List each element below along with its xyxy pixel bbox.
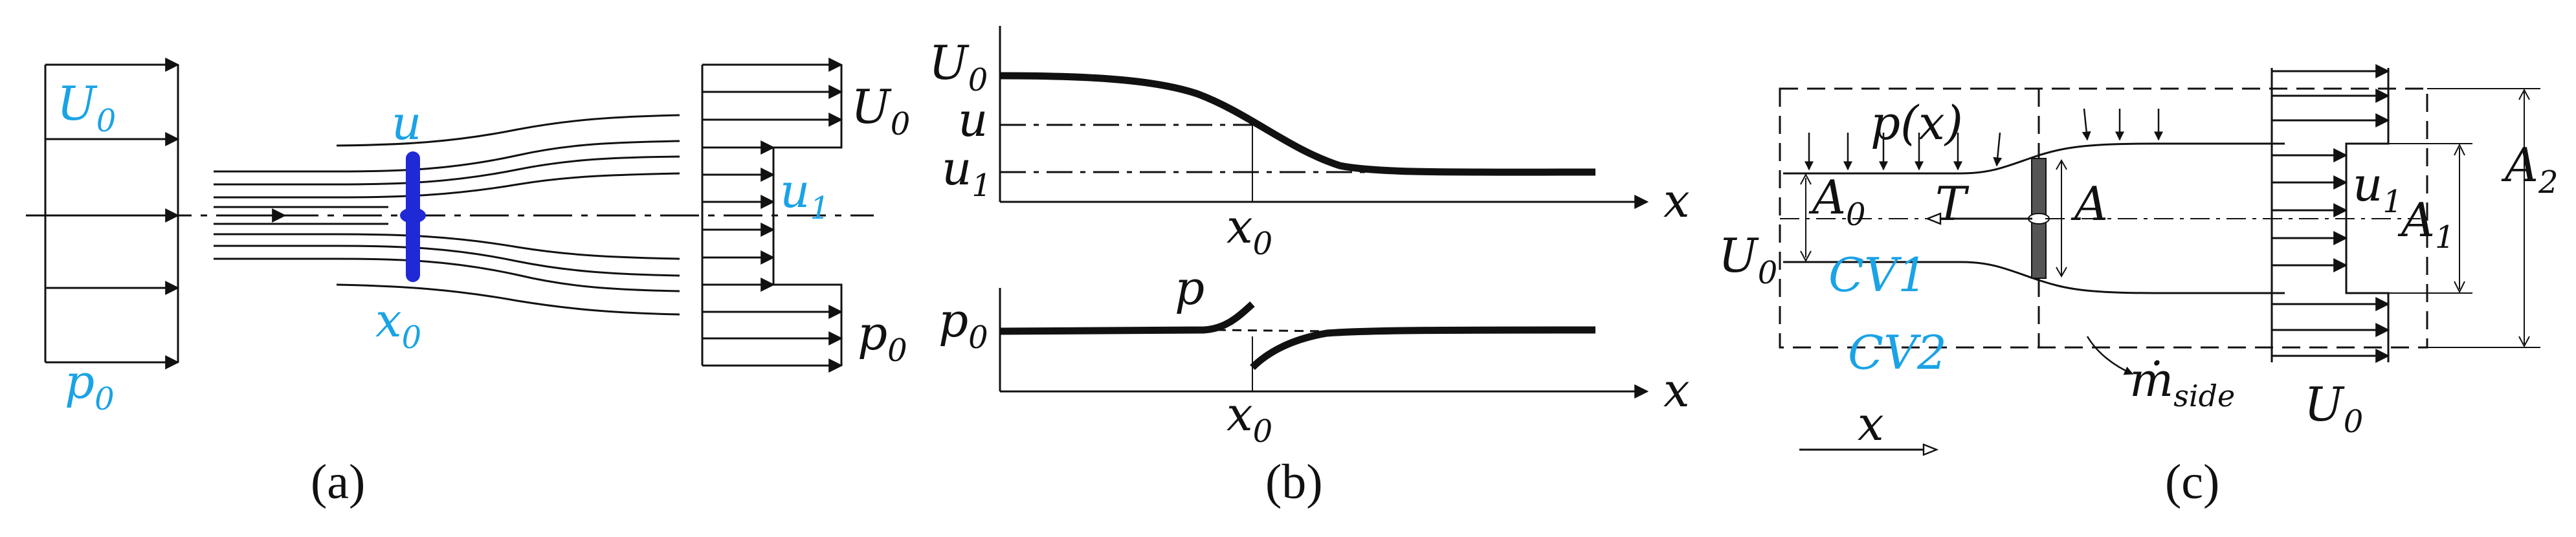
streamtube-streamlines	[214, 114, 680, 316]
label-U0-left: U0	[1718, 228, 1777, 291]
label-u-axis: u	[958, 93, 988, 147]
panel-a: U0 p0 u x0	[26, 58, 910, 509]
pressure-arrows	[1804, 108, 2163, 171]
label-p0-axis: p0	[938, 293, 988, 356]
label-x-top: x	[1663, 173, 1690, 228]
label-A: A	[2071, 177, 2108, 231]
label-x0-top: x0	[1227, 199, 1272, 262]
label-A0: A0	[1808, 170, 1866, 233]
streamtube-upper	[1783, 142, 2285, 175]
label-U0-bottom: U0	[2304, 377, 2363, 440]
label-x-c: x	[1858, 397, 1884, 451]
label-U0-downstream: U0	[851, 80, 910, 142]
upstream-velocity-profile	[44, 58, 180, 369]
control-volume-cv2	[1779, 87, 2428, 349]
label-p-curve: p	[1175, 261, 1205, 315]
panel-c: p(x) A0 T A U0 CV1 CV2 ṁside U0 u1 A1 A2…	[1718, 64, 2559, 509]
rotor-disk	[400, 151, 426, 282]
label-u-disk: u	[392, 96, 421, 150]
label-u1-wake: u1	[780, 164, 830, 226]
panel-b: x U0 u u1 x0 x p0 p x0 (b)	[929, 26, 1690, 509]
label-A2: A2	[2501, 138, 2559, 201]
label-x0-disk: x0	[375, 293, 421, 356]
velocity-curve	[999, 72, 1596, 176]
streamtube-lower	[1783, 261, 2285, 294]
pressure-downstream-curve	[1250, 326, 1596, 370]
label-U0-axis: U0	[929, 36, 988, 98]
label-CV1: CV1	[1828, 248, 1927, 302]
label-U0-upstream: U0	[57, 76, 116, 139]
wake-velocity-profile-c	[2271, 64, 2390, 363]
label-x0-bottom: x0	[1227, 387, 1272, 450]
label-px: p(x)	[1871, 96, 1963, 150]
label-u1-c: u1	[2353, 157, 2403, 220]
side-massflow-arrow	[2086, 336, 2134, 375]
label-x-bottom: x	[1663, 363, 1690, 417]
pressure-reference-line	[1216, 329, 1327, 333]
label-T: T	[1935, 177, 1970, 231]
label-A1: A1	[2397, 193, 2455, 256]
caption-a: (a)	[311, 455, 365, 509]
caption-c: (c)	[2165, 455, 2219, 509]
pressure-upstream-curve	[999, 301, 1255, 335]
label-p0-downstream: p0	[858, 306, 907, 369]
label-p0-upstream: p0	[65, 355, 115, 417]
caption-b: (b)	[1265, 455, 1323, 509]
label-m-side: ṁside	[2129, 353, 2235, 413]
downstream-velocity-profile	[701, 58, 843, 373]
label-u1-axis: u1	[942, 141, 992, 204]
label-CV2: CV2	[1848, 325, 1947, 380]
